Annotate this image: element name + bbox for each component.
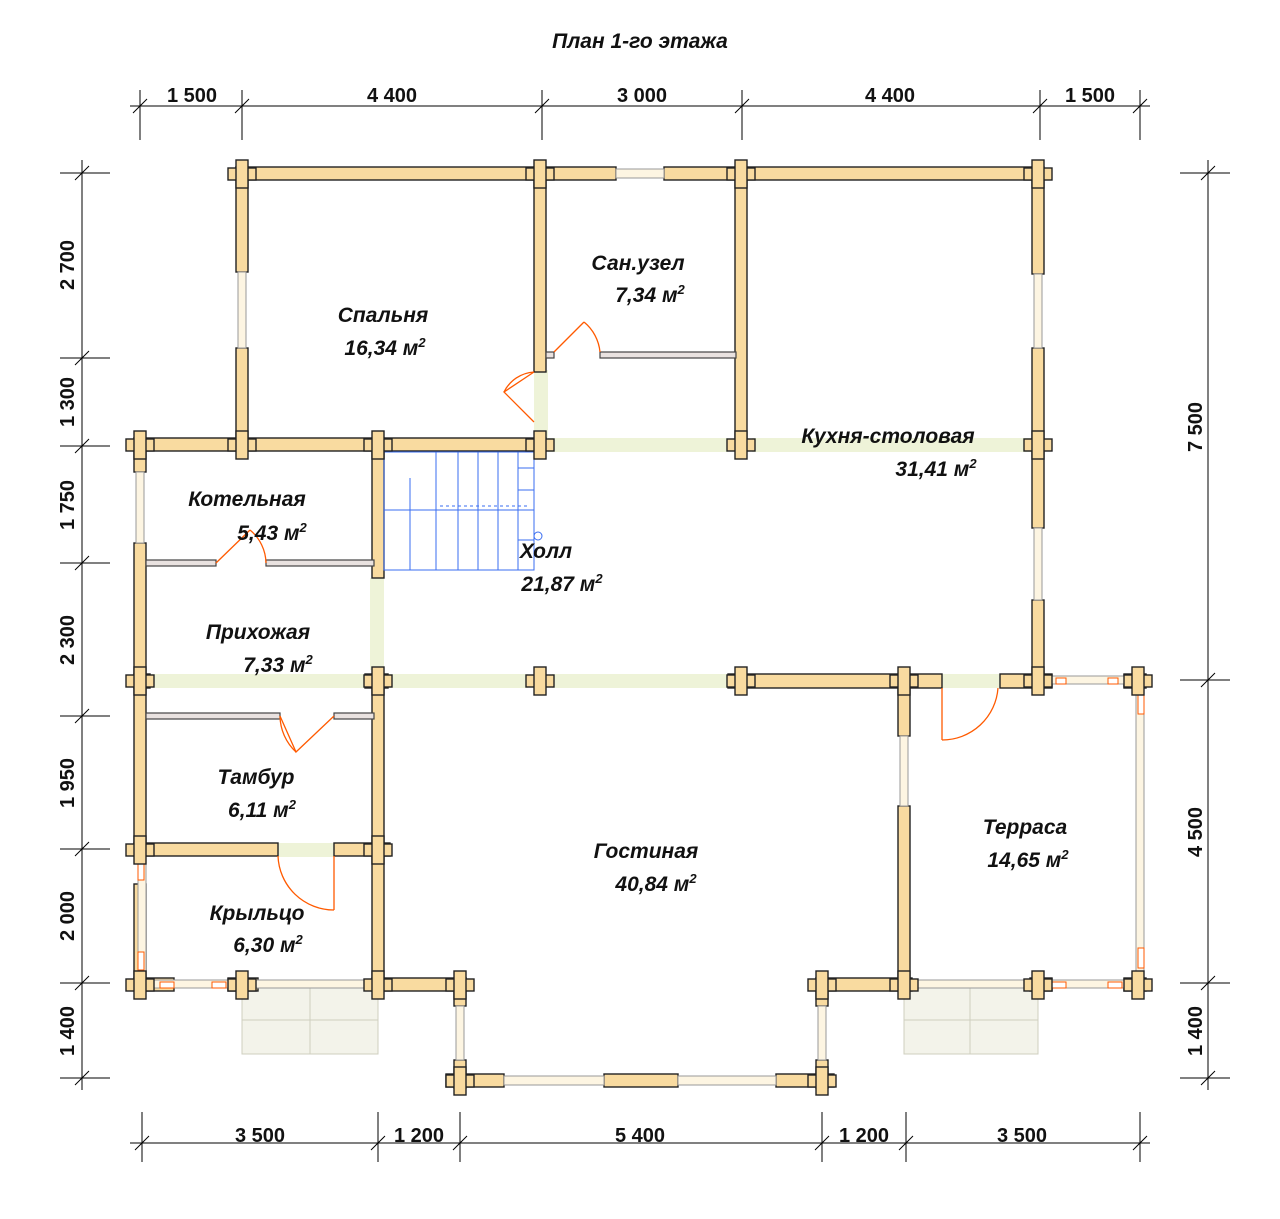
dim-left-1: 2 700 [57,240,79,290]
dim-bottom-1: 3 500 [235,1125,285,1147]
windows [135,168,1145,1086]
room-name-terrace: Терраса [983,816,1068,839]
room-area-kitchen: 31,41 м2 [895,456,977,481]
dim-right-2: 4 500 [1185,807,1207,857]
doors [215,321,999,911]
dim-left-6: 2 000 [57,891,79,941]
dim-left-4: 2 300 [57,615,79,665]
dim-right-1: 7 500 [1185,402,1207,452]
room-area-boiler: 5,43 м2 [237,520,307,545]
room-name-entry: Прихожая [206,621,310,644]
dim-left-5: 1 950 [57,758,79,808]
openings [150,370,1032,857]
dim-left-3: 1 750 [57,480,79,530]
dim-bottom-4: 1 200 [839,1125,889,1147]
room-name-kitchen: Кухня-столовая [801,425,974,448]
room-area-vestibule: 6,11 м2 [228,797,297,822]
dim-top-4: 4 400 [865,85,915,107]
dim-left-7: 1 400 [57,1006,79,1056]
room-name-bath: Сан.узел [591,252,684,275]
partitions [145,351,737,720]
room-name-boiler: Котельная [188,488,306,511]
dim-top-5: 1 500 [1065,85,1115,107]
dim-right-3: 1 400 [1185,1006,1207,1056]
room-area-terrace: 14,65 м2 [987,847,1069,872]
dimension-right: 7 500 4 500 1 400 [1180,160,1230,1090]
log-ends [125,159,1153,1096]
dim-top-3: 3 000 [617,85,667,107]
staircase [383,451,543,571]
dim-top-2: 4 400 [367,85,417,107]
dimension-bottom: 3 500 1 200 5 400 1 200 3 500 [130,1112,1150,1162]
plan-title: План 1-го этажа [552,30,728,53]
room-area-bath: 7,34 м2 [615,282,685,307]
room-labels: Спальня 16,34 м2 Сан.узел 7,34 м2 Кухня-… [188,252,1069,957]
dimension-left: 2 700 1 300 1 750 2 300 1 950 2 000 1 40… [57,160,110,1090]
dim-bottom-5: 3 500 [997,1125,1047,1147]
dimension-top: 1 500 4 400 3 000 4 400 1 500 [130,85,1150,140]
room-area-porch: 6,30 м2 [233,932,303,957]
dim-bottom-3: 5 400 [615,1125,665,1147]
room-name-hall: Холл [519,540,572,563]
dim-top-1: 1 500 [167,85,217,107]
dim-left-2: 1 300 [57,377,79,427]
room-name-living: Гостиная [594,840,699,863]
room-name-porch: Крыльцо [210,902,305,925]
room-area-living: 40,84 м2 [614,871,697,896]
room-name-bedroom: Спальня [338,304,429,327]
room-area-hall: 21,87 м2 [520,571,603,596]
room-name-vestibule: Тамбур [217,766,294,789]
exterior-steps [241,987,1039,1055]
room-area-entry: 7,33 м2 [243,652,313,677]
room-area-bedroom: 16,34 м2 [344,335,426,360]
dim-bottom-2: 1 200 [394,1125,444,1147]
